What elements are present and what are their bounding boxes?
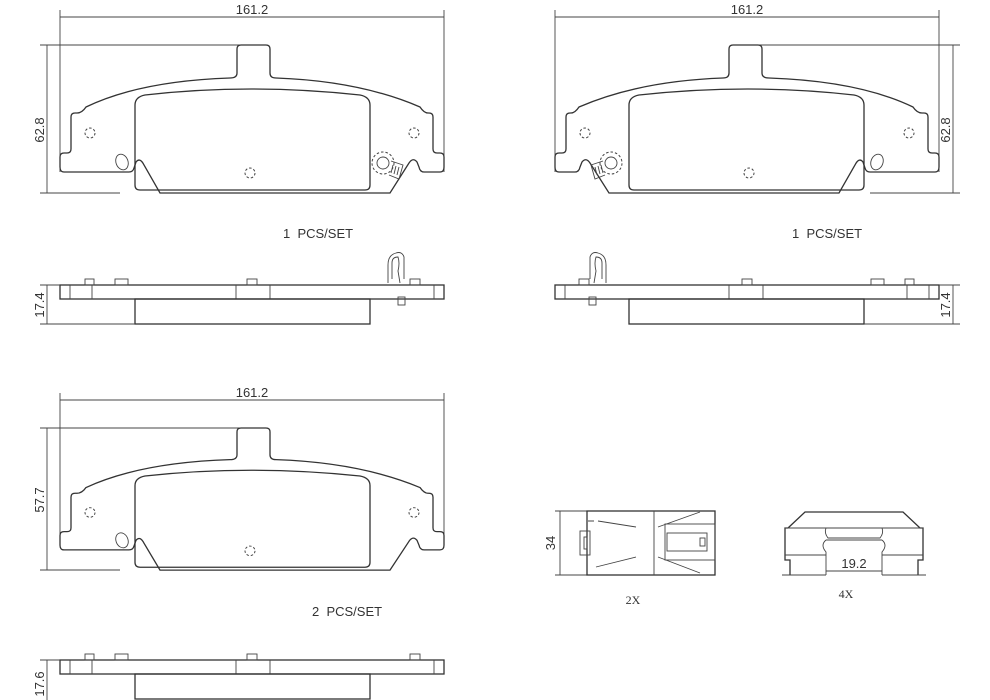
wear-sensor-icon (371, 151, 404, 180)
pad-front-left: 161.2 62.8 1 PCS/SET 17.4 (32, 2, 445, 325)
thickness-dimension: 17.4 (938, 292, 953, 317)
width-dimension: 161.2 (731, 2, 764, 17)
thickness-dimension: 17.6 (32, 671, 47, 696)
quantity-label: 1 PCS/SET (792, 226, 862, 241)
side-view: 17.6 (32, 653, 445, 700)
width-dimension: 161.2 (236, 385, 269, 400)
quantity-label: 2X (626, 593, 641, 607)
abutment-clip-a: 34 2X (543, 510, 716, 607)
abutment-clip-b: 19.2 4X (782, 511, 926, 601)
quantity-label: 4X (839, 587, 854, 601)
wear-sensor-icon (590, 151, 623, 180)
height-dimension: 57.7 (32, 487, 47, 512)
side-view: 17.4 (554, 252, 960, 325)
height-dimension: 62.8 (32, 117, 47, 142)
width-dimension: 161.2 (236, 2, 269, 17)
thickness-dimension: 17.4 (32, 292, 47, 317)
quantity-label: 1 PCS/SET (283, 226, 353, 241)
side-view: 17.4 (32, 252, 445, 325)
pad-front-right: 161.2 62.8 1 PCS/SET 17.4 (554, 2, 960, 325)
pad-inner: 161.2 57.7 2 PCS/SET 17.6 (32, 385, 445, 700)
height-dimension: 62.8 (938, 117, 953, 142)
height-dimension: 34 (543, 536, 558, 550)
quantity-label: 2 PCS/SET (312, 604, 382, 619)
width-dimension: 19.2 (841, 556, 866, 571)
